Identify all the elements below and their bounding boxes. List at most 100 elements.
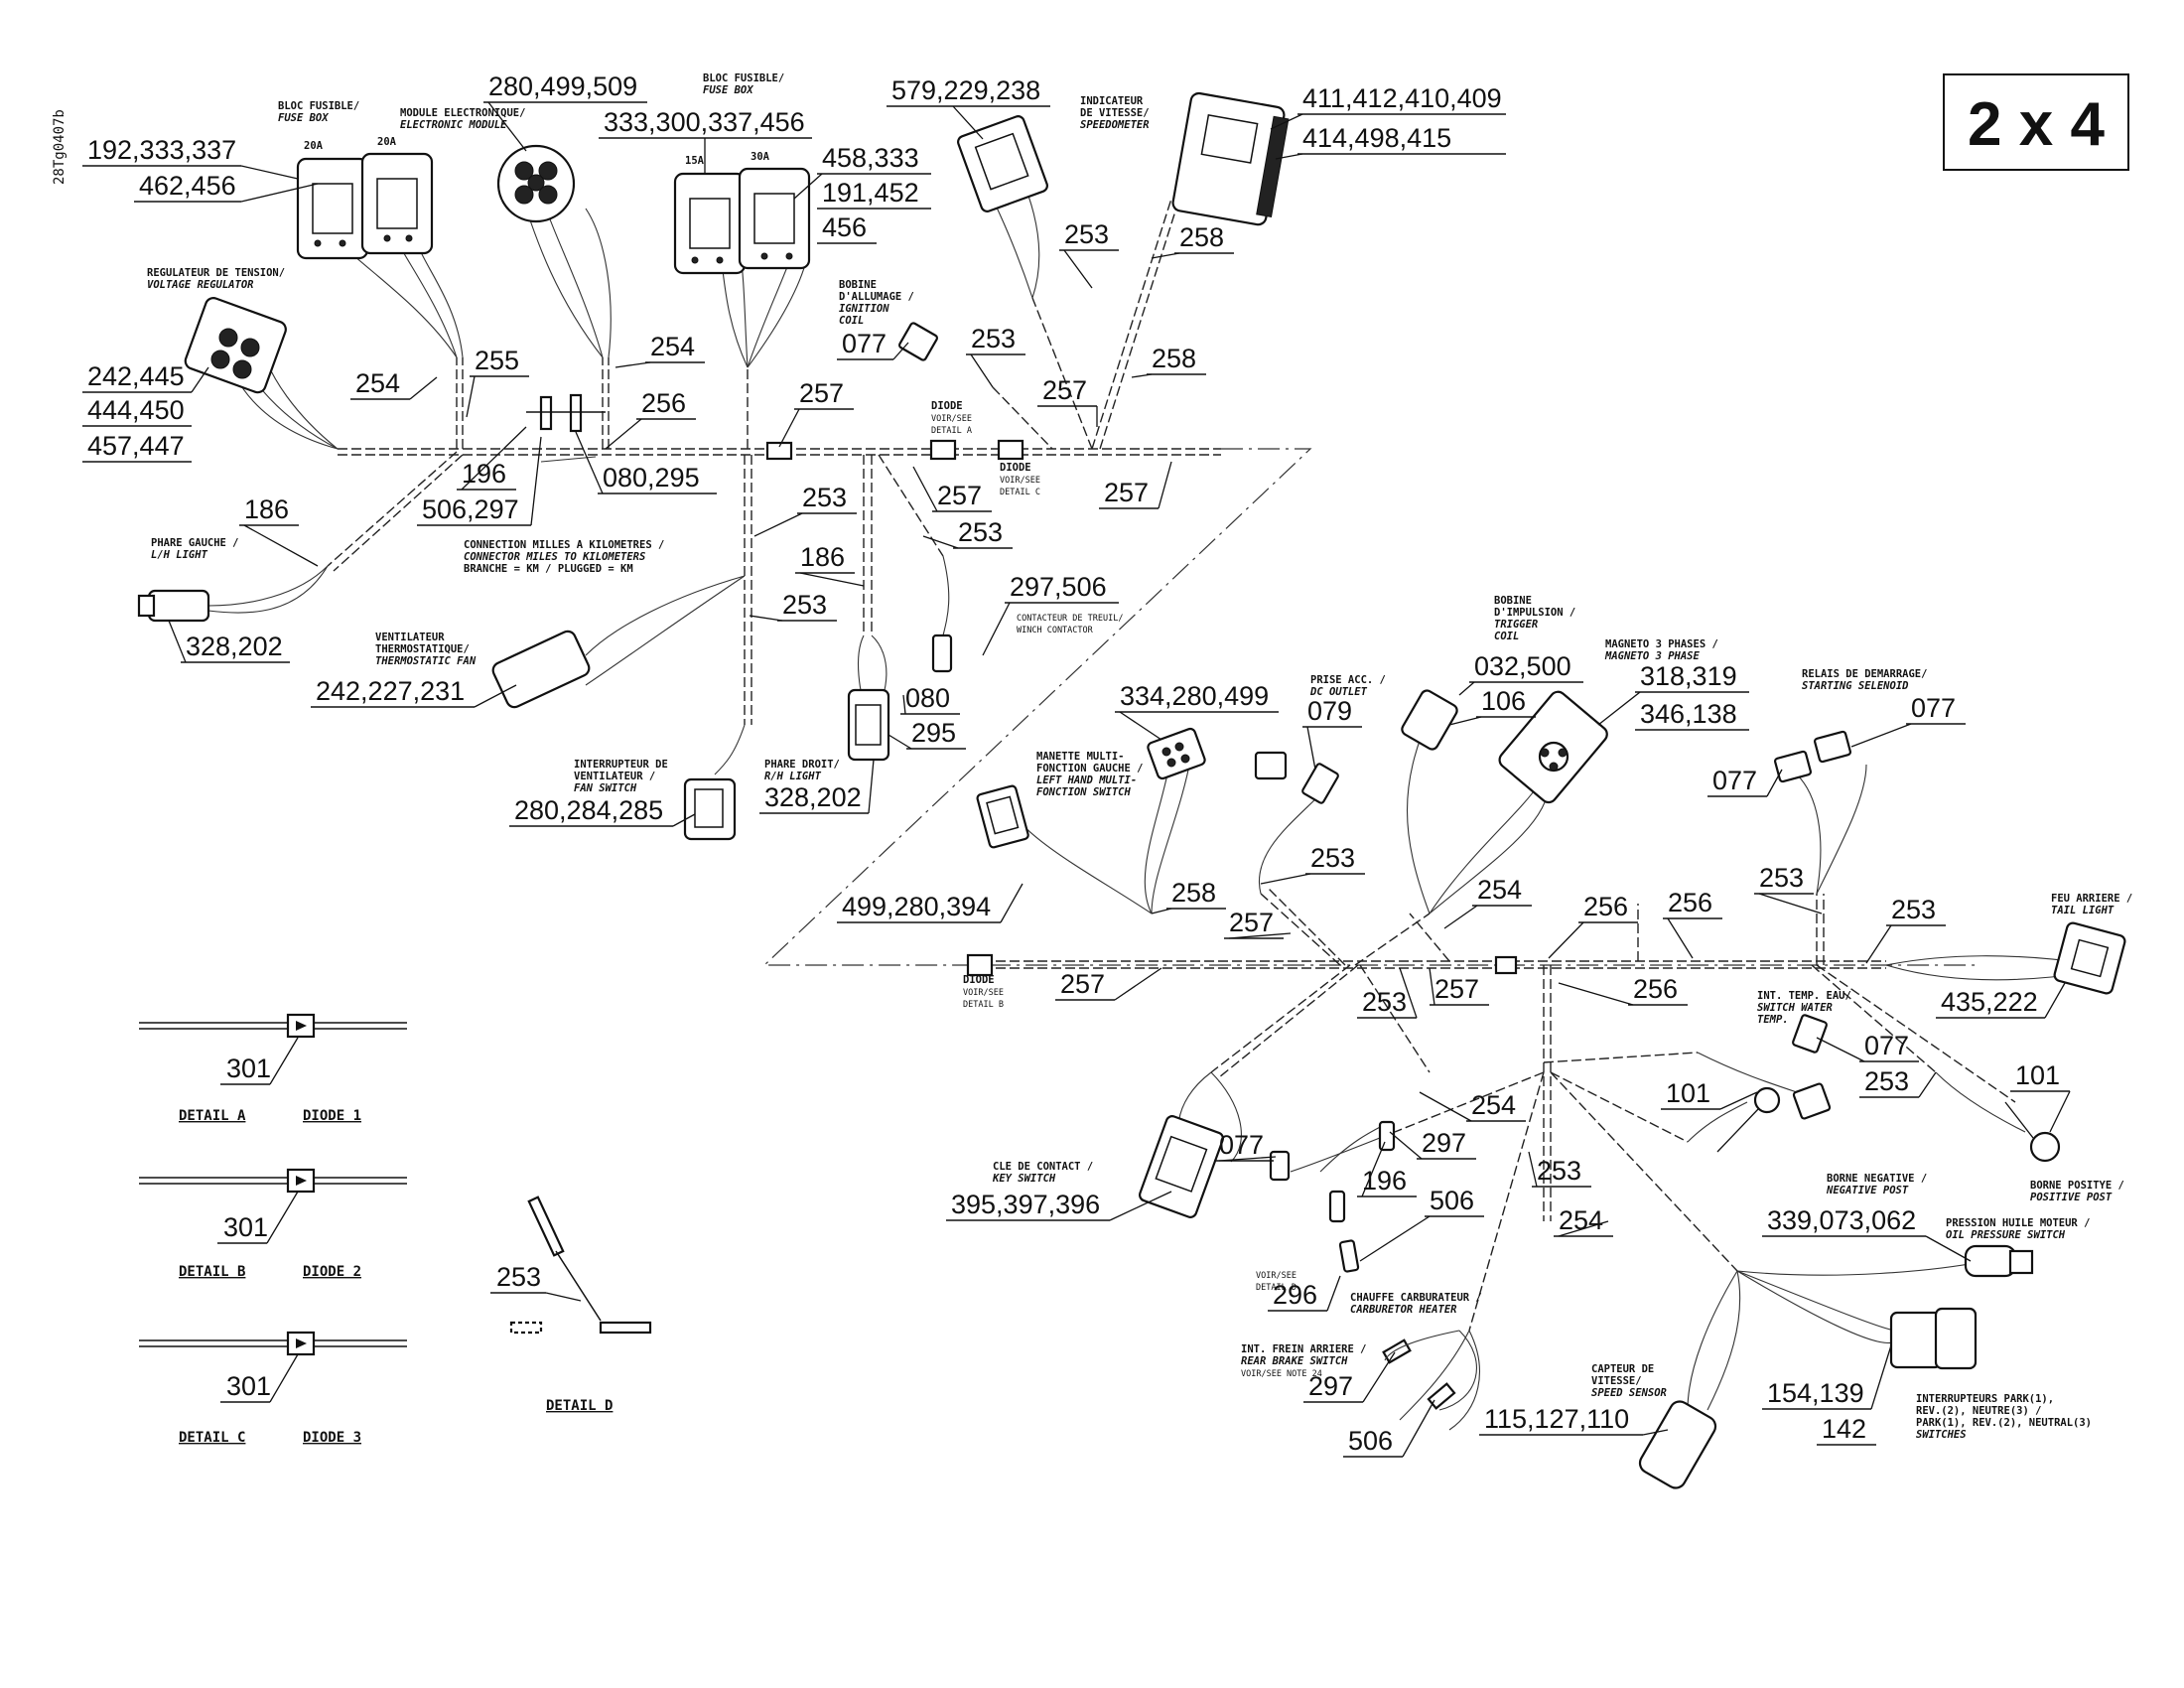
ref-r-253-e: 253	[749, 590, 837, 622]
detail-b-ref-text: 301	[223, 1212, 268, 1242]
detail-d-drawing	[509, 1196, 652, 1335]
ref-r-186-b: 186	[795, 542, 865, 587]
ref-number: 506,297	[422, 494, 519, 524]
rh-light-connector	[847, 688, 890, 762]
ref-r-328-b: 328,202	[759, 759, 875, 814]
ref-number: 499,280,394	[842, 892, 991, 921]
ref-r-257-b: 257	[1037, 375, 1098, 427]
detail-b-diode: DIODE 2	[303, 1264, 361, 1280]
detail-c-ref: 301	[220, 1353, 299, 1403]
label-positive-post: BORNE POSITYE /POSITIVE POST	[2030, 1180, 2124, 1203]
ref-number: 253	[971, 324, 1016, 353]
ref-number: 080,295	[603, 463, 700, 492]
upper-harness	[327, 198, 1221, 725]
ref-r-444: 444,450	[82, 395, 192, 427]
ref-number: 280,499,509	[488, 71, 637, 101]
ref-number: 258	[1171, 878, 1216, 908]
ref-r-506-a: 506	[1359, 1186, 1484, 1262]
ref-number: 142	[1822, 1414, 1866, 1444]
detail-d-ref-text: 253	[496, 1262, 541, 1292]
ref-number: 458,333	[822, 143, 919, 173]
rear-brake-connector	[1382, 1330, 1477, 1411]
ref-number: 257	[1229, 908, 1274, 937]
ref-r-186-a: 186	[239, 494, 319, 567]
fan-switch-connector	[683, 777, 737, 841]
ref-r-333-300: 333,300,337,456	[599, 107, 812, 174]
ref-number: 346,138	[1640, 699, 1737, 729]
ref-number: 192,333,337	[87, 135, 236, 165]
ref-number: 579,229,238	[891, 75, 1040, 105]
detail-c-drawing	[139, 1331, 407, 1356]
ref-r-258-a: 258	[1151, 222, 1234, 259]
ref-number: 506	[1348, 1426, 1393, 1456]
detail-b-ref: 301	[217, 1191, 299, 1244]
ref-number: 242,227,231	[316, 676, 465, 706]
ref-r-254-b: 254	[614, 332, 705, 368]
label-winch-contactor: CONTACTEUR DE TREUIL/WINCH CONTACTOR	[1017, 614, 1123, 635]
ref-number: 254	[355, 368, 400, 398]
detail-a-drawing	[139, 1013, 407, 1039]
ref-r-296: 296	[1268, 1275, 1341, 1312]
ref-number: 506	[1430, 1186, 1474, 1215]
ref-number: 414,498,415	[1302, 123, 1451, 153]
ref-number: 254	[1477, 875, 1522, 905]
ref-r-256-d: 256	[1558, 974, 1688, 1006]
ref-number: 253	[782, 590, 827, 620]
ref-number: 295	[911, 718, 956, 748]
ref-r-080: 080	[900, 683, 960, 715]
ref-number: 411,412,410,409	[1302, 83, 1502, 113]
tail-light-connector	[2053, 921, 2126, 995]
ref-r-395: 395,397,396	[946, 1190, 1172, 1221]
ref-r-258-c: 258	[1151, 878, 1226, 914]
dc-outlet-connector	[1254, 751, 1339, 804]
key-switch-connector	[1139, 1115, 1224, 1218]
ref-r-106: 106	[1448, 686, 1536, 726]
ref-number: 457,447	[87, 431, 185, 461]
ref-number: 253	[1864, 1066, 1909, 1096]
ref-number: 435,222	[1941, 987, 2038, 1017]
detail-d-terminals	[1269, 1120, 1396, 1273]
ref-r-032: 032,500	[1458, 651, 1583, 696]
ref-r-142: 142	[1817, 1414, 1876, 1446]
ref-r-115: 115,127,110	[1479, 1404, 1669, 1436]
ref-number: 253	[1362, 987, 1407, 1017]
fuse-box-left	[296, 152, 434, 260]
ref-number: 253	[958, 517, 1003, 547]
label-miles-km: CONNECTION MILLES A KILOMETRES /CONNECTO…	[464, 539, 664, 575]
ref-number: 154,139	[1767, 1378, 1864, 1408]
ref-number: 297	[1308, 1371, 1353, 1401]
label-oil-pressure: PRESSION HUILE MOTEUR /OIL PRESSURE SWIT…	[1946, 1217, 2090, 1241]
ref-number: 253	[1891, 895, 1936, 924]
ref-r-297-506: 297,506	[982, 572, 1119, 656]
positive-post-terminal	[2004, 1101, 2061, 1163]
ref-r-328-a: 328,202	[168, 620, 290, 663]
label-starting-solenoid: RELAIS DE DEMARRAGE/STARTING SELENOID	[1802, 668, 1927, 692]
detail-a-title: DETAIL A	[179, 1108, 246, 1124]
ref-r-254-d: 254	[1419, 1090, 1526, 1122]
ref-number: 258	[1179, 222, 1224, 252]
ref-r-077-a: 077	[837, 329, 909, 360]
ref-number: 253	[1310, 843, 1355, 873]
ref-r-196-b: 196	[1357, 1141, 1417, 1197]
starting-solenoid-connectors	[1774, 730, 1851, 783]
divider-line	[762, 448, 1976, 966]
ref-number: 106	[1481, 686, 1526, 716]
ref-r-297-a: 297	[1389, 1128, 1476, 1160]
ref-r-456: 456	[817, 212, 877, 244]
detail-d-ref: 253	[490, 1262, 582, 1302]
ref-r-318: 318,319	[1597, 661, 1749, 726]
ref-r-253-j: 253	[1859, 1066, 1937, 1098]
ref-number: 077	[842, 329, 887, 358]
label-fuse-box-left: BLOC FUSIBLE/FUSE BOX	[278, 100, 359, 124]
ref-r-280-499: 280,499,509	[483, 71, 647, 152]
ref-number: 280,284,285	[514, 795, 663, 825]
ref-r-253-c: 253	[753, 483, 857, 537]
miles-km-connector	[526, 393, 606, 433]
